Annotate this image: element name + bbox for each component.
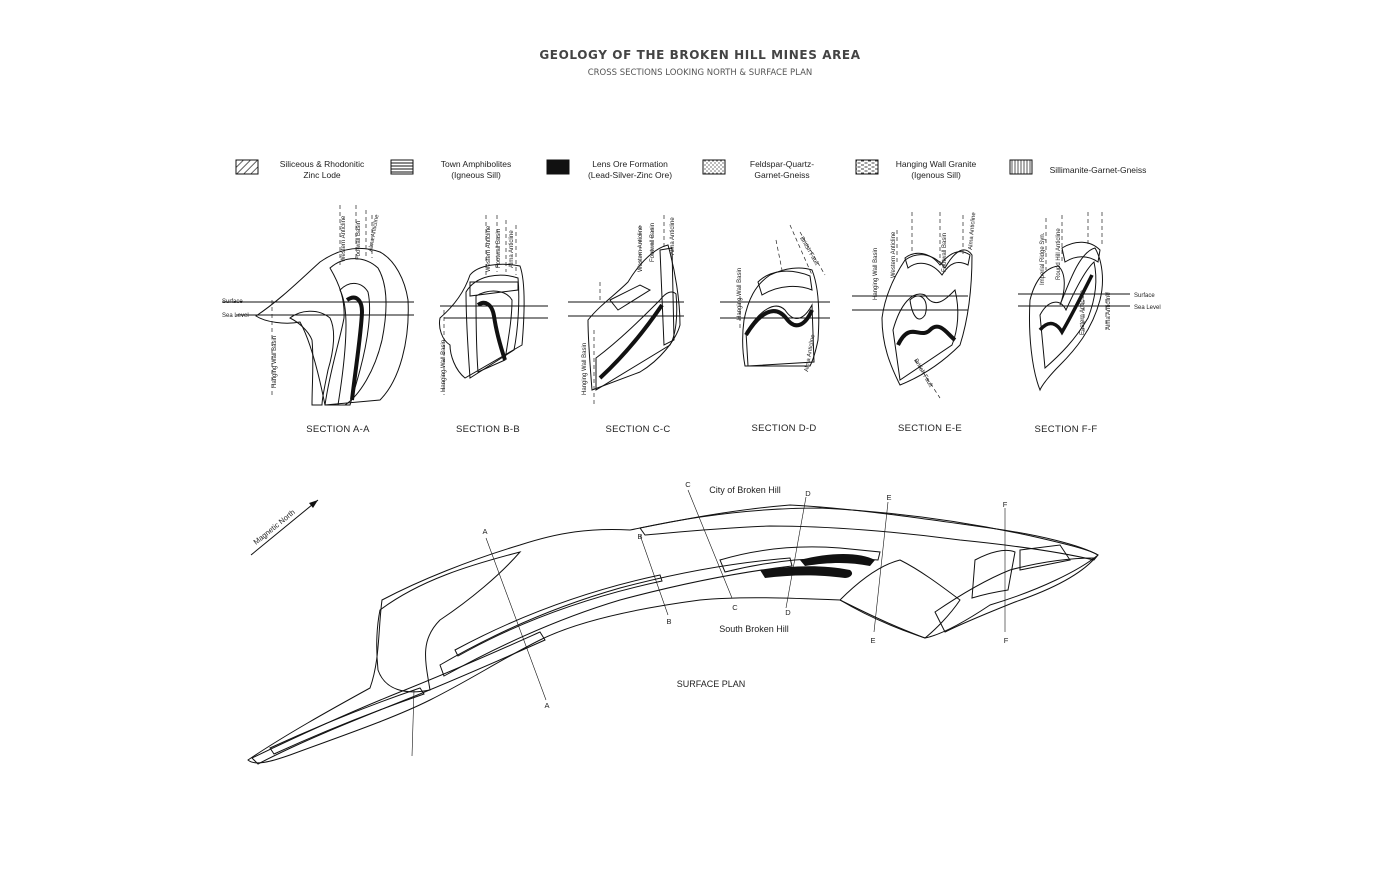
section-label: Hanging Wall Basin [441,340,447,392]
section-title: SECTION A-A [306,424,370,435]
section-title: SECTION E-E [898,423,962,434]
city-label: City of Broken Hill [709,485,781,495]
south-label: South Broken Hill [719,624,789,634]
section-label: Footwall Basin [942,233,948,272]
section-line-letter: A [544,701,549,710]
section-label: Round Hill Anticline [1056,228,1062,280]
plan-title: SURFACE PLAN [677,679,746,689]
section-label: Hanging Wall Basin [737,268,743,320]
legend-label-line1: Town Amphibolites [441,159,511,169]
page-title: GEOLOGY OF THE BROKEN HILL MINES AREA [539,48,861,62]
legend-item-hanging-wall-granite: Hanging Wall Granite (Igenous Sill) [855,159,977,180]
section-label: Alma Anticline [368,214,381,253]
legend-swatch-dashes [855,159,879,175]
section-line-letter: F [1003,500,1008,509]
section-line-letter: B [637,532,642,541]
section-line-letter: C [685,480,691,489]
legend-swatch-hatch-horiz [390,159,414,175]
section-f: Surface Sea Level Imperial Ridge Syn. Ro… [1018,212,1161,435]
section-label: Western Anticline [891,231,897,278]
section-label: British Fault [912,358,933,389]
section-label: Alma Anticline [509,230,515,268]
legend-swatch-hatch-diag [235,159,259,175]
legend-label-line1: Sillimanite-Garnet-Gneiss [1050,165,1147,175]
section-label: Western Anticline [341,215,347,262]
section-label: Imperial Ridge Syn. [1040,232,1046,285]
section-label: Footwall Basin [496,229,502,268]
section-line-letter: D [805,489,811,498]
section-line-letter: A [482,527,487,536]
legend-label-line1: Feldspar-Quartz- [750,159,814,169]
legend-item-feldspar-gneiss: Feldspar-Quartz- Garnet-Gneiss [702,159,814,180]
section-label: Alma Anticline [968,211,977,250]
section-label: Western Anticline [486,225,492,272]
section-line-letter: B [666,617,671,626]
section-label: Western Anticline [638,225,644,272]
section-d: British Fault Hanging Wall Basin Alma An… [720,224,830,434]
sea-level-label: Sea Level [1134,305,1161,311]
legend-swatch-dots [702,159,726,175]
section-line-letter: C [732,603,738,612]
legend-label-line2: Garnet-Gneiss [754,170,809,180]
section-line-letter: D [785,608,791,617]
legend-label-line2: (Lead-Silver-Zinc Ore) [588,170,672,180]
section-title: SECTION B-B [456,424,520,435]
section-title: SECTION C-C [605,424,670,435]
section-label: Eastern Anticline [1080,290,1086,335]
section-a: Surface Sea Level Western Anticline Foot… [222,205,414,435]
legend-item-zinc-lode: Siliceous & Rhodonitic Zinc Lode [235,159,365,180]
page-subtitle: CROSS SECTIONS LOOKING NORTH & SURFACE P… [587,68,813,78]
legend-swatch-vertical [1009,159,1033,175]
section-c: Western Anticline Footwall Basin Alma An… [568,215,684,435]
legend-label-line1: Hanging Wall Granite [896,159,977,169]
north-arrow-icon [250,499,319,556]
north-label: Magnetic North [252,508,297,547]
sea-level-label: Sea Level [222,313,249,319]
legend-label-line2: (Igenous Sill) [911,170,961,180]
section-title: SECTION F-F [1035,424,1098,435]
legend-item-sillimanite-gneiss: Sillimanite-Garnet-Gneiss [1009,159,1147,175]
legend: Siliceous & Rhodonitic Zinc Lode Town Am… [235,159,1147,180]
section-line-letter: F [1004,636,1009,645]
legend-swatch-solid [546,159,570,175]
section-label: Hanging Wall Basin [873,248,879,300]
section-label: Hanging Wall Basin [582,343,588,395]
section-e: Hanging Wall Basin Western Anticline Foo… [852,211,977,434]
section-label: Footwall Basin [650,223,656,262]
section-line-letter: E [886,493,891,502]
legend-item-lens-ore: Lens Ore Formation (Lead-Silver-Zinc Ore… [546,159,672,180]
section-label: Hanging Wall Basin [272,336,278,388]
section-title: SECTION D-D [751,423,816,434]
section-label: Alma Anticline [670,217,676,255]
legend-label-line2: Zinc Lode [303,170,341,180]
surface-label: Surface [222,299,243,305]
legend-label-line1: Lens Ore Formation [592,159,668,169]
legend-label-line1: Siliceous & Rhodonitic [280,159,365,169]
legend-item-town-amphibolites: Town Amphibolites (Igneous Sill) [390,159,511,180]
section-line-letter: E [870,636,875,645]
section-b: Western Anticline Footwall Basin Alma An… [439,215,548,435]
surface-label: Surface [1134,293,1155,299]
section-label: Alma Anticline [1106,292,1112,330]
section-label: Footwall Basin [356,221,362,260]
surface-plan: Magnetic North A A B B C C [247,480,1099,765]
legend-label-line2: (Igneous Sill) [451,170,501,180]
